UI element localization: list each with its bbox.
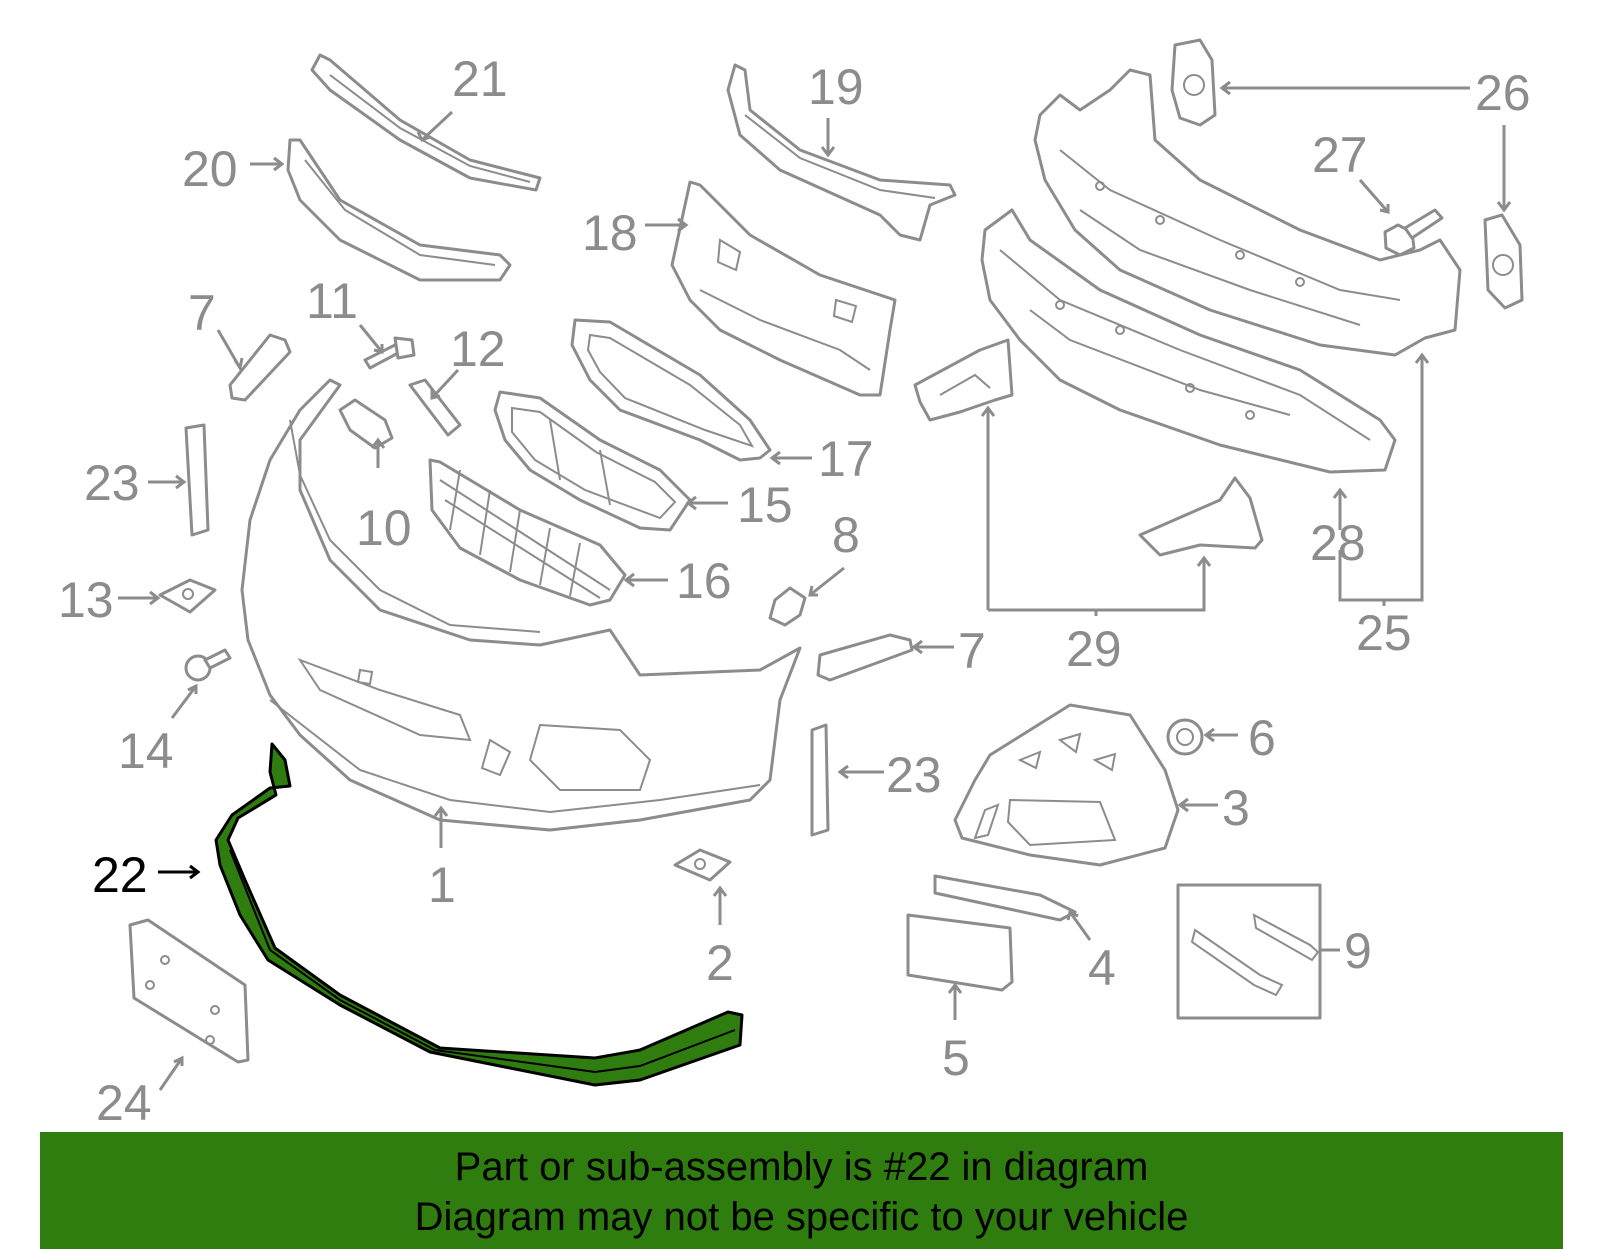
callout-11: 11 [306, 273, 358, 329]
leader-22 [158, 864, 201, 880]
part-25-upper-beam[interactable] [1033, 68, 1462, 357]
callout-17: 17 [818, 431, 874, 487]
part-5-reflector[interactable] [906, 913, 1014, 992]
part-4-strip[interactable] [933, 874, 1077, 922]
callout-1: 1 [428, 857, 456, 913]
callout-7-left: 7 [188, 285, 216, 341]
callout-5: 5 [942, 1030, 970, 1086]
part-8-connector[interactable] [768, 586, 807, 627]
part-16-mesh-grille[interactable] [428, 458, 627, 607]
callout-6: 6 [1248, 710, 1276, 766]
callout-29: 29 [1066, 621, 1122, 677]
part-14-push-pin[interactable] [184, 648, 232, 682]
part-7-left-strip[interactable] [228, 333, 292, 402]
part-17-lower-grille-housing[interactable] [570, 318, 772, 462]
callout-3: 3 [1222, 780, 1250, 836]
callout-4: 4 [1088, 940, 1116, 996]
leader-lines [118, 80, 1512, 1091]
callout-14: 14 [118, 723, 174, 779]
callout-20: 20 [182, 141, 238, 197]
callout-10: 10 [356, 500, 412, 556]
part-28-lower-beam[interactable] [980, 208, 1397, 474]
callout-27: 27 [1312, 127, 1368, 183]
part-22-lower-spoiler[interactable] [214, 742, 744, 1087]
part-1-bumper-cover[interactable] [240, 378, 802, 832]
banner-line-2: Diagram may not be specific to your vehi… [414, 1195, 1189, 1239]
callout-7-right: 7 [958, 623, 986, 679]
info-banner: Part or sub-assembly is #22 in diagram D… [40, 1132, 1563, 1249]
callout-9: 9 [1344, 923, 1372, 979]
part-22-highlight [214, 742, 744, 1087]
callout-19: 19 [808, 59, 864, 115]
part-24-license-bracket[interactable] [128, 918, 250, 1064]
part-2-clip[interactable] [673, 848, 732, 882]
part-23-right-bracket[interactable] [810, 723, 830, 837]
part-19-upper-reinforcement[interactable] [726, 63, 957, 242]
part-11-bolt[interactable] [363, 336, 416, 370]
callout-12: 12 [450, 321, 506, 377]
callout-labels: 21 20 19 18 26 27 11 12 7 10 23 13 14 17… [58, 51, 1531, 1131]
part-21-upper-grille-strip[interactable] [310, 53, 542, 192]
callout-26: 26 [1475, 65, 1531, 121]
part-27-bolt[interactable] [1383, 208, 1444, 257]
part-6-nut[interactable] [1166, 718, 1204, 756]
part-23-left-bracket[interactable] [184, 423, 210, 537]
part-9-kit-box[interactable] [1176, 883, 1322, 1020]
callout-16: 16 [676, 553, 732, 609]
callout-2: 2 [706, 935, 734, 991]
callout-22: 22 [92, 847, 148, 903]
part-12-clip[interactable] [408, 378, 462, 437]
part-10-bracket[interactable] [338, 398, 394, 450]
callout-23-left: 23 [84, 455, 140, 511]
part-20-grille-surround[interactable] [286, 138, 512, 282]
callout-28: 28 [1310, 515, 1366, 571]
part-29-bracket-lower[interactable] [1138, 476, 1264, 557]
callout-13: 13 [58, 572, 114, 628]
part-26-plate-upper[interactable] [1170, 38, 1217, 127]
callout-23-right: 23 [886, 747, 942, 803]
callout-8: 8 [832, 507, 860, 563]
part-29-bracket-upper[interactable] [913, 338, 1014, 422]
part-7-right-strip[interactable] [816, 633, 914, 682]
part-13-nut-clip[interactable] [158, 578, 217, 614]
callout-15: 15 [737, 477, 793, 533]
callout-21: 21 [452, 51, 508, 107]
part-3-bracket-assembly[interactable] [953, 703, 1180, 867]
callout-25: 25 [1356, 605, 1412, 661]
callout-18: 18 [582, 205, 638, 261]
part-15-lower-grille-frame[interactable] [493, 390, 692, 532]
part-18-upper-panel[interactable] [670, 180, 897, 397]
callout-24: 24 [96, 1075, 152, 1131]
part-26-plate-lower[interactable] [1483, 213, 1524, 310]
banner-line-1: Part or sub-assembly is #22 in diagram [454, 1145, 1149, 1189]
